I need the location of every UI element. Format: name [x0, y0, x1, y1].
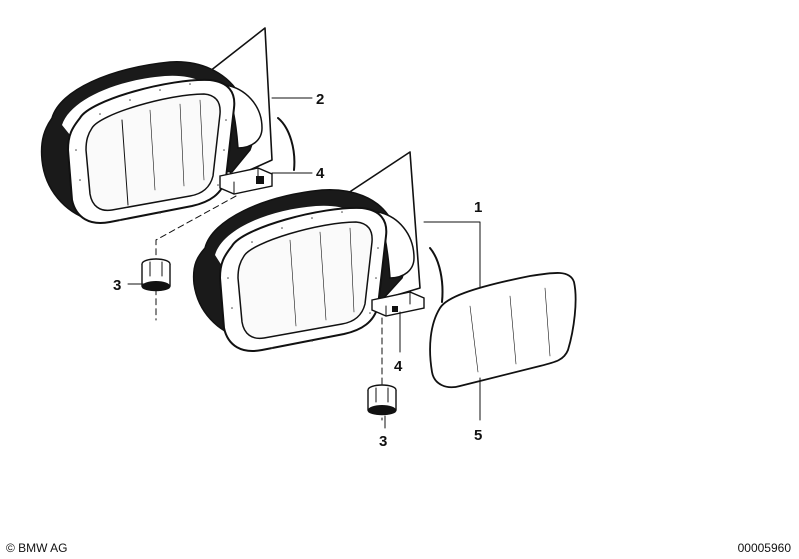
right-mirror-assembly [192, 151, 444, 352]
leader-line [423, 221, 481, 297]
mirror-glass [429, 272, 577, 389]
callout-4-bottom: 4 [394, 358, 403, 375]
right-bushing [367, 384, 397, 416]
callout-4-top: 4 [316, 165, 325, 182]
callout-5: 5 [474, 427, 482, 444]
assembly-axis-line [155, 195, 237, 321]
document-number: 00005960 [737, 541, 791, 555]
callout-3-left: 3 [113, 277, 121, 294]
copyright-label: © BMW AG [6, 541, 68, 555]
callout-1: 1 [474, 199, 482, 216]
left-bushing [141, 258, 171, 292]
callout-3-bottom: 3 [379, 433, 387, 450]
callout-2: 2 [316, 91, 324, 108]
left-mirror-assembly [40, 27, 296, 224]
